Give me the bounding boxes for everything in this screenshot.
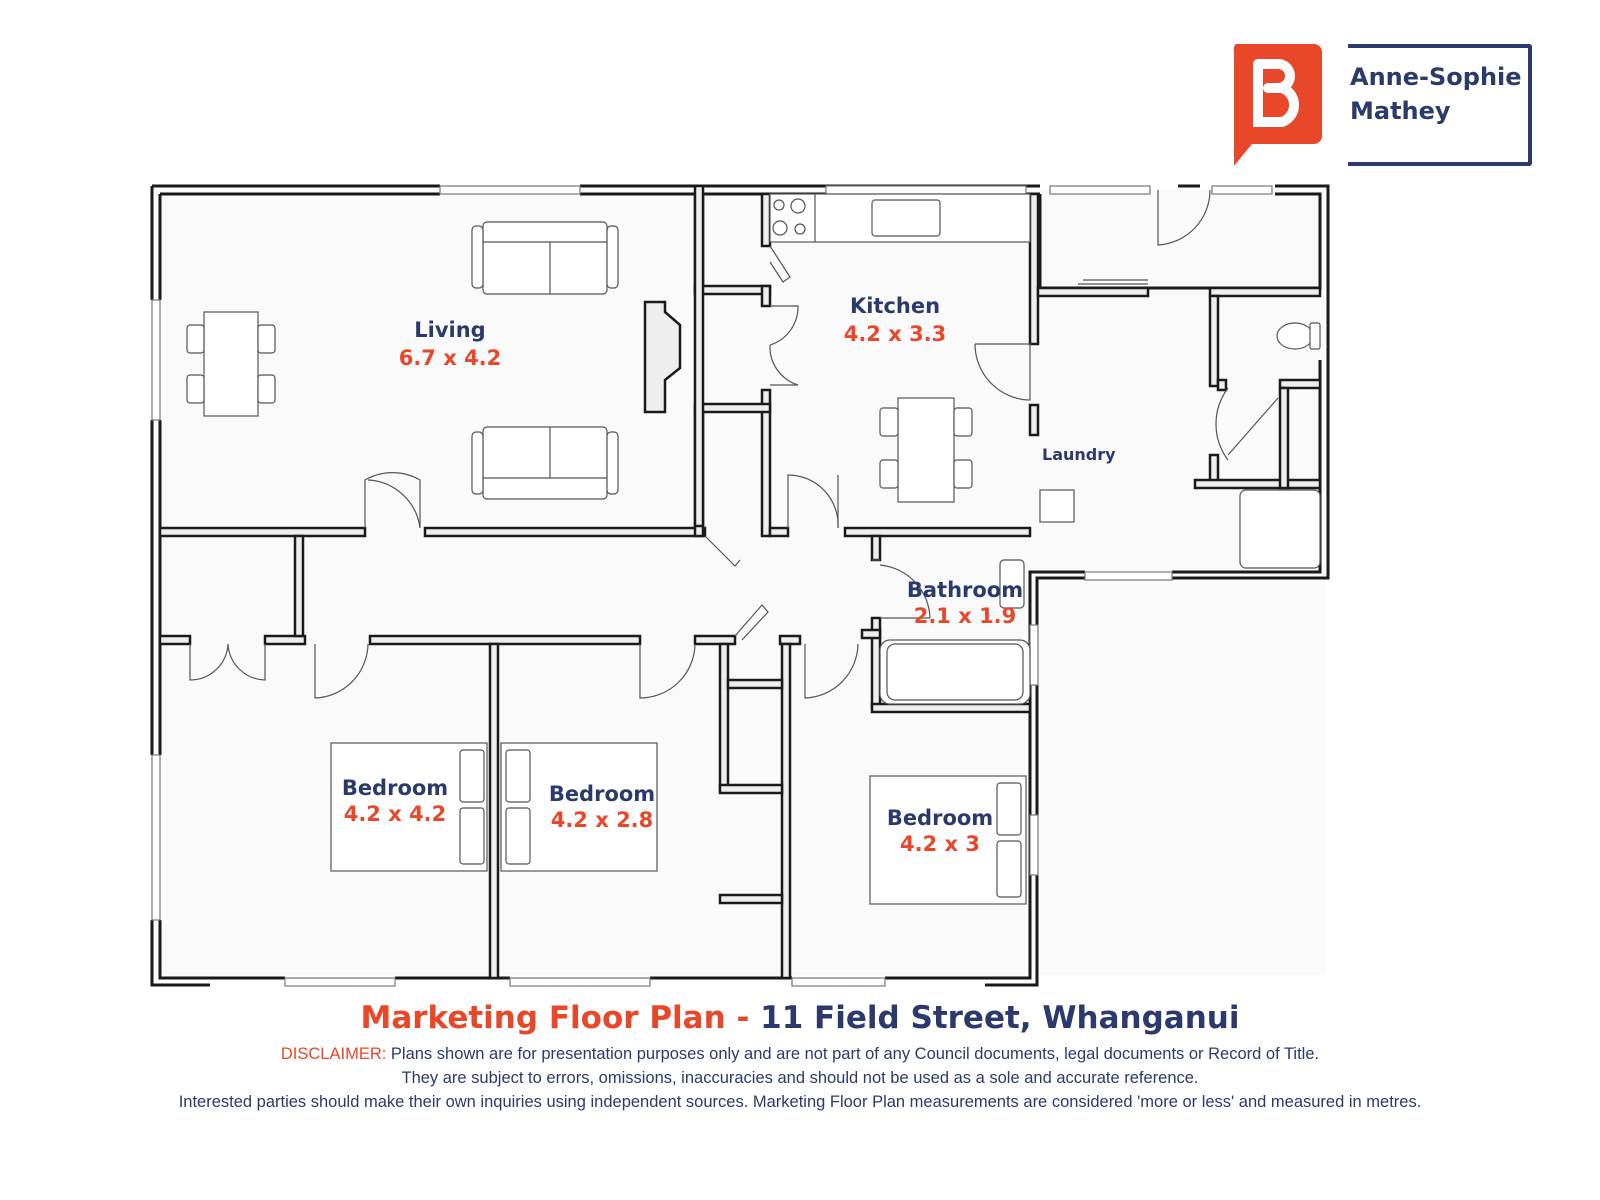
room-name: Bedroom: [886, 806, 994, 830]
room-dimensions: 6.7 x 4.2: [398, 346, 502, 370]
disclaimer-lead: DISCLAIMER:: [280, 1045, 387, 1063]
title-address: 11 Field Street, Whanganui: [760, 1000, 1240, 1036]
disclaimer-line-1: DISCLAIMER: Plans shown are for presenta…: [0, 1045, 1600, 1064]
room-name: Bathroom: [906, 578, 1024, 602]
room-bedroom-3: Bedroom 4.2 x 3: [875, 806, 1005, 856]
room-dimensions: 4.2 x 3.3: [843, 322, 947, 346]
disclaimer-text: Plans shown are for presentation purpose…: [386, 1045, 1320, 1063]
speech-bubble-b-logo-icon: [1233, 44, 1322, 166]
agent-first-name: Anne-Sophie: [1350, 63, 1522, 91]
room-name: Laundry: [1042, 445, 1116, 464]
agent-last-name: Mathey: [1350, 97, 1451, 125]
agent-name-frame: [1348, 44, 1532, 166]
plan-title: Marketing Floor Plan - 11 Field Street, …: [0, 1000, 1600, 1036]
room-bedroom-1: Bedroom 4.2 x 4.2: [330, 776, 460, 826]
room-bathroom: Bathroom 2.1 x 1.9: [895, 578, 1035, 628]
disclaimer-line-3: Interested parties should make their own…: [178, 1093, 1422, 1111]
room-bedroom-2: Bedroom 4.2 x 2.8: [537, 782, 667, 832]
title-prefix: Marketing Floor Plan -: [360, 1000, 761, 1036]
room-dimensions: 4.2 x 4.2: [343, 802, 447, 826]
disclaimer-line-2: They are subject to errors, omissions, i…: [401, 1069, 1199, 1087]
room-dimensions: 4.2 x 3: [900, 832, 980, 856]
room-dimensions: 2.1 x 1.9: [913, 604, 1017, 628]
room-kitchen: Kitchen 4.2 x 3.3: [825, 294, 965, 346]
room-name: Kitchen: [849, 294, 941, 318]
room-living: Living 6.7 x 4.2: [380, 318, 520, 370]
room-name: Bedroom: [341, 776, 449, 800]
room-name: Living: [414, 318, 486, 342]
room-name: Bedroom: [548, 782, 656, 806]
agent-name: Anne-Sophie Mathey: [1350, 60, 1522, 128]
room-dimensions: 4.2 x 2.8: [550, 808, 654, 832]
room-laundry: Laundry: [1042, 445, 1122, 464]
